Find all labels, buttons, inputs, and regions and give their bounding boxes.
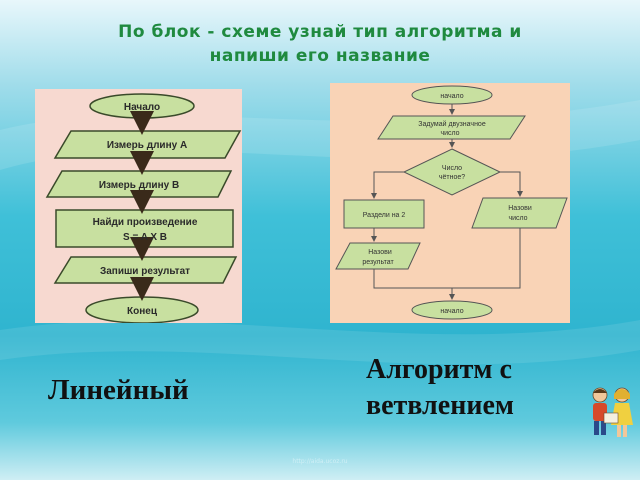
block-text: начало (440, 93, 463, 100)
title-line-2: напиши его название (209, 46, 431, 66)
block-text: число (440, 130, 459, 137)
answer-branch-line-2: ветвлением (366, 390, 514, 421)
left-process-block (343, 199, 425, 229)
block-text: Начало (124, 102, 160, 113)
block-text: Найди произведение (93, 217, 198, 228)
footer-url: http://aida.ucoz.ru (292, 458, 348, 465)
title-line-1: По блок - схеме узнай тип алгоритма и (118, 22, 522, 42)
input-block (377, 115, 526, 140)
arrow (452, 228, 521, 289)
block-text: число (508, 215, 527, 222)
answer-linear: Линейный (48, 374, 189, 406)
block-text: результат (362, 259, 394, 266)
slide-title: По блок - схеме узнай тип алгоритма и на… (20, 20, 620, 68)
block-text: начало (440, 308, 463, 315)
block-text: Число (442, 165, 462, 172)
io-block-3 (53, 256, 238, 284)
terminal-end (411, 300, 493, 320)
linear-flowchart: Начало Измерь длину А Измерь длину В Най… (35, 89, 242, 324)
decision-block (402, 148, 502, 196)
block-text: Раздели на 2 (363, 212, 406, 219)
block-text: Измерь длину В (99, 180, 179, 191)
block-text: чётное? (439, 174, 465, 181)
arrow (500, 171, 523, 197)
io-block-1 (53, 130, 242, 159)
block-text: Задумай двузначное (418, 120, 486, 128)
block-text: Назови (368, 249, 392, 256)
right-output-block (471, 197, 568, 229)
arrow (373, 269, 452, 289)
block-text: S = A X B (123, 232, 167, 243)
left-output-block (335, 242, 421, 270)
answer-branch-line-1: Алгоритм с (366, 354, 512, 385)
block-text: Назови (508, 205, 532, 212)
children-illustration (592, 387, 633, 437)
block-text: Запиши результат (100, 266, 190, 277)
branching-flowchart: начало Задумай двузначное число Число чё… (330, 83, 570, 323)
io-block-2 (45, 170, 233, 198)
arrow (371, 171, 404, 199)
block-text: Измерь длину А (107, 140, 187, 151)
block-text: Конец (127, 306, 158, 317)
answer-branch: Алгоритм с ветвлением (366, 352, 566, 424)
